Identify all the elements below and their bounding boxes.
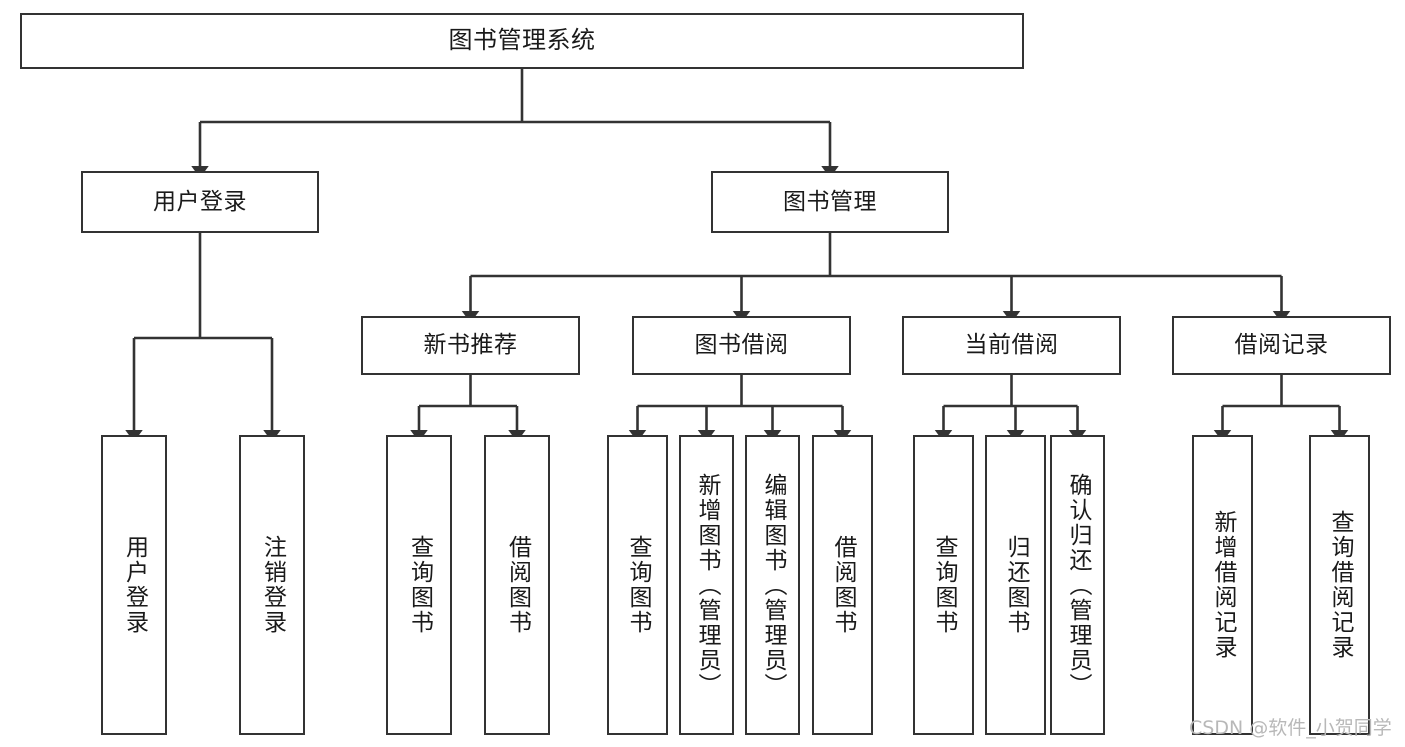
node-leaf-return-book[interactable]: 归还图书	[985, 435, 1046, 735]
node-leaf-logout[interactable]: 注销登录	[239, 435, 305, 735]
node-book-manage[interactable]: 图书管理	[711, 171, 949, 233]
node-label-leaf-borrow-book-2: 借阅图书	[830, 535, 856, 635]
node-borrow-record[interactable]: 借阅记录	[1172, 316, 1391, 375]
node-label-user-login: 用户登录	[153, 188, 247, 215]
node-leaf-borrow-book-2[interactable]: 借阅图书	[812, 435, 873, 735]
node-label-book-manage: 图书管理	[783, 188, 877, 215]
node-label-leaf-add-record: 新增借阅记录	[1210, 510, 1236, 660]
node-new-book-rec[interactable]: 新书推荐	[361, 316, 580, 375]
node-label-new-book-rec: 新书推荐	[423, 332, 518, 359]
node-leaf-borrow-book-1[interactable]: 借阅图书	[484, 435, 550, 735]
node-label-leaf-borrow-book-1: 借阅图书	[504, 535, 531, 635]
node-user-login[interactable]: 用户登录	[81, 171, 319, 233]
node-label-leaf-edit-book: 编辑图书（管理员）	[760, 472, 786, 698]
node-leaf-query-book-1[interactable]: 查询图书	[386, 435, 452, 735]
node-leaf-confirm-return[interactable]: 确认归还（管理员）	[1050, 435, 1105, 735]
node-current-borrow[interactable]: 当前借阅	[902, 316, 1121, 375]
node-leaf-add-record[interactable]: 新增借阅记录	[1192, 435, 1253, 735]
node-label-leaf-user-login: 用户登录	[121, 535, 148, 635]
node-label-leaf-logout: 注销登录	[259, 535, 286, 635]
node-root[interactable]: 图书管理系统	[20, 13, 1024, 69]
node-book-borrow[interactable]: 图书借阅	[632, 316, 851, 375]
node-leaf-query-book-3[interactable]: 查询图书	[913, 435, 974, 735]
node-label-book-borrow: 图书借阅	[694, 332, 789, 359]
node-label-borrow-record: 借阅记录	[1234, 332, 1329, 359]
node-leaf-add-book[interactable]: 新增图书（管理员）	[679, 435, 734, 735]
node-label-leaf-confirm-return: 确认归还（管理员）	[1065, 472, 1091, 698]
node-label-leaf-query-book-1: 查询图书	[406, 535, 433, 635]
node-leaf-query-book-2[interactable]: 查询图书	[607, 435, 668, 735]
node-label-leaf-add-book: 新增图书（管理员）	[694, 472, 720, 698]
node-leaf-edit-book[interactable]: 编辑图书（管理员）	[745, 435, 800, 735]
csdn-watermark: CSDN @软件_小贺同学	[1189, 717, 1392, 739]
node-label-leaf-return-book: 归还图书	[1003, 535, 1029, 635]
node-label-current-borrow: 当前借阅	[964, 332, 1059, 359]
node-label-root: 图书管理系统	[448, 26, 596, 55]
node-label-leaf-query-book-2: 查询图书	[625, 535, 651, 635]
node-leaf-user-login[interactable]: 用户登录	[101, 435, 167, 735]
node-label-leaf-query-book-3: 查询图书	[931, 535, 957, 635]
node-label-leaf-query-record: 查询借阅记录	[1327, 510, 1353, 660]
node-leaf-query-record[interactable]: 查询借阅记录	[1309, 435, 1370, 735]
